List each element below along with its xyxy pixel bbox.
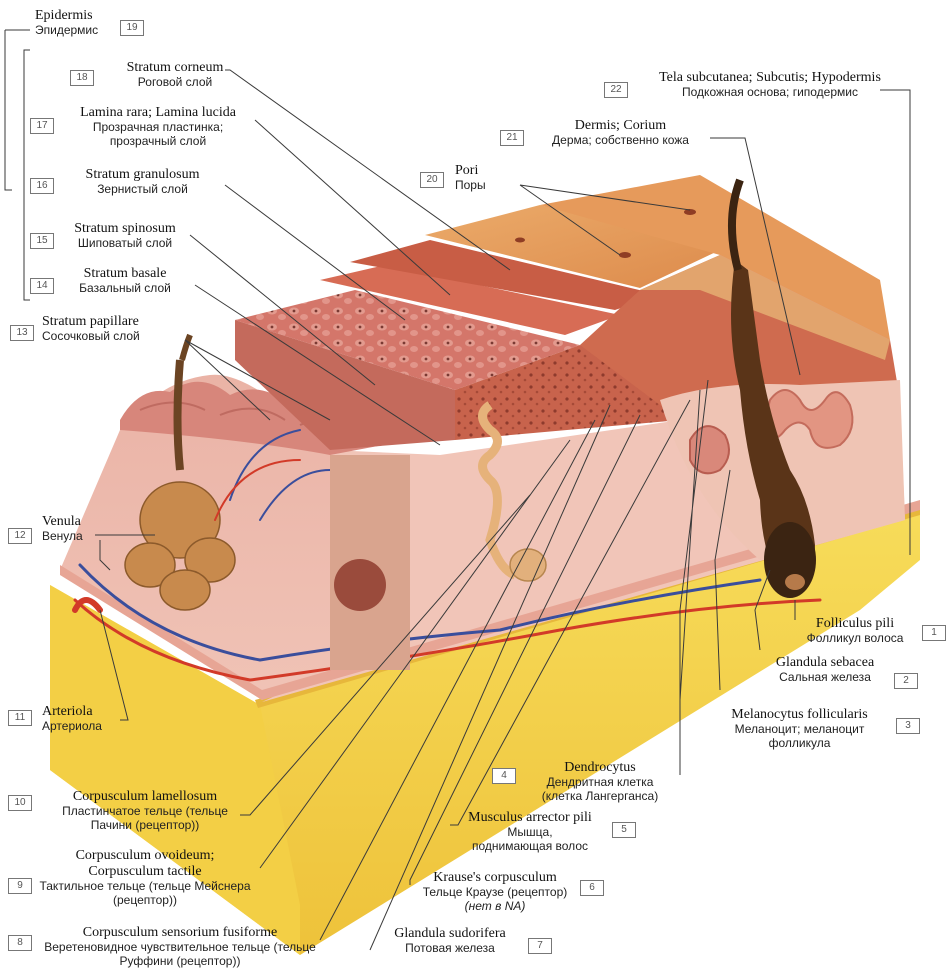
label-corpusculum-tactile-russian: Тактильное тельце (тельце Мейснера (реце… (35, 880, 255, 908)
number-9: 9 (8, 878, 32, 894)
label-musculus-arrector-pili-russian: Мышца, поднимающая волос (470, 826, 590, 854)
number-13: 13 (10, 325, 34, 341)
label-venula: Venula Венула (42, 514, 83, 544)
number-3: 3 (896, 718, 920, 734)
label-corpusculum-fusiforme: Corpusculum sensorium fusiforme Веретено… (35, 925, 325, 969)
number-8: 8 (8, 935, 32, 951)
label-corpusculum-lamellosum-russian: Пластинчатое тельце (тельце Пачини (реце… (40, 805, 250, 833)
label-stratum-spinosum: Stratum spinosum Шиповатый слой (55, 221, 195, 251)
label-arteriola-latin: Arteriola (42, 704, 102, 720)
label-corpusculum-fusiforme-latin: Corpusculum sensorium fusiforme (35, 925, 325, 941)
label-stratum-papillare-russian: Сосочковый слой (42, 330, 140, 344)
number-4: 4 (492, 768, 516, 784)
label-corpusculum-ovoideum-latin: Corpusculum ovoideum; (35, 848, 255, 864)
label-lamina-lucida-latin: Lamina rara; Lamina lucida (58, 105, 258, 121)
label-stratum-spinosum-latin: Stratum spinosum (55, 221, 195, 237)
label-stratum-spinosum-russian: Шиповатый слой (55, 237, 195, 251)
label-folliculus-pili-russian: Фолликул волоса (790, 632, 920, 646)
label-lamina-lucida-russian: Прозрачная пластинка; прозрачный слой (68, 121, 248, 149)
label-melanocytus-follicularis-latin: Melanocytus follicularis (712, 707, 887, 723)
label-glandula-sudorifera-latin: Glandula sudorifera (380, 926, 520, 942)
label-dendrocytus-latin: Dendrocytus (520, 760, 680, 776)
number-10: 10 (8, 795, 32, 811)
label-dendrocytus-russian: Дендритная клетка (клетка Лангерганса) (525, 776, 675, 804)
label-tela-subcutanea: Tela subcutanea; Subcutis; Hypodermis По… (630, 70, 910, 100)
label-folliculus-pili: Folliculus pili Фолликул волоса (790, 616, 920, 646)
number-7: 7 (528, 938, 552, 954)
label-folliculus-pili-latin: Folliculus pili (790, 616, 920, 632)
label-tela-subcutanea-latin: Tela subcutanea; Subcutis; Hypodermis (630, 70, 910, 86)
label-dendrocytus: Dendrocytus Дендритная клетка (клетка Ла… (520, 760, 680, 804)
label-stratum-corneum-russian: Роговой слой (100, 76, 250, 90)
number-5: 5 (612, 822, 636, 838)
label-glandula-sudorifera: Glandula sudorifera Потовая железа (380, 926, 520, 956)
label-musculus-arrector-pili: Musculus arrector pili Мышца, поднимающа… (450, 810, 610, 854)
label-arteriola: Arteriola Артериола (42, 704, 102, 734)
number-6: 6 (580, 880, 604, 896)
number-12: 12 (8, 528, 32, 544)
number-15: 15 (30, 233, 54, 249)
label-stratum-corneum-latin: Stratum corneum (100, 60, 250, 76)
number-20: 20 (420, 172, 444, 188)
label-corpusculum-lamellosum: Corpusculum lamellosum Пластинчатое тель… (40, 789, 250, 833)
label-dermis: Dermis; Corium Дерма; собственно кожа (528, 118, 713, 148)
label-corpusculum-tactile: Corpusculum ovoideum; Corpusculum tactil… (35, 848, 255, 908)
label-krause-corpusculum-latin: Krause's corpusculum (415, 870, 575, 886)
label-krause-corpusculum-note: (нет в NA) (415, 900, 575, 914)
label-epidermis-russian: Эпидермис (35, 24, 98, 38)
number-18: 18 (70, 70, 94, 86)
number-11: 11 (8, 710, 32, 726)
label-stratum-papillare-latin: Stratum papillare (42, 314, 140, 330)
number-16: 16 (30, 178, 54, 194)
label-venula-russian: Венула (42, 530, 83, 544)
label-glandula-sebacea-latin: Glandula sebacea (760, 655, 890, 671)
label-stratum-basale-latin: Stratum basale (55, 266, 195, 282)
label-melanocytus-follicularis-russian: Меланоцит; меланоцит фолликула (725, 723, 875, 751)
label-stratum-granulosum-latin: Stratum granulosum (55, 167, 230, 183)
number-14: 14 (30, 278, 54, 294)
label-epidermis-latin: Epidermis (35, 8, 98, 24)
label-arteriola-russian: Артериола (42, 720, 102, 734)
label-tela-subcutanea-russian: Подкожная основа; гиподермис (630, 86, 910, 100)
label-melanocytus-follicularis: Melanocytus follicularis Меланоцит; мела… (712, 707, 887, 751)
label-stratum-granulosum: Stratum granulosum Зернистый слой (55, 167, 230, 197)
label-krause-corpusculum-russian: Тельце Краузе (рецептор) (415, 886, 575, 900)
label-krause-corpusculum: Krause's corpusculum Тельце Краузе (реце… (415, 870, 575, 914)
label-musculus-arrector-pili-latin: Musculus arrector pili (450, 810, 610, 826)
label-corpusculum-fusiforme-russian: Веретеновидное чувствительное тельце (те… (35, 941, 325, 969)
label-stratum-basale-russian: Базальный слой (55, 282, 195, 296)
number-21: 21 (500, 130, 524, 146)
number-17: 17 (30, 118, 54, 134)
deep-dermis-panel (330, 455, 410, 670)
number-19: 19 (120, 20, 144, 36)
label-glandula-sebacea-russian: Сальная железа (760, 671, 890, 685)
label-corpusculum-lamellosum-latin: Corpusculum lamellosum (40, 789, 250, 805)
label-stratum-basale: Stratum basale Базальный слой (55, 266, 195, 296)
label-dermis-russian: Дерма; собственно кожа (528, 134, 713, 148)
label-glandula-sudorifera-russian: Потовая железа (380, 942, 520, 956)
label-venula-latin: Venula (42, 514, 83, 530)
label-pori-russian: Поры (455, 179, 486, 193)
number-22: 22 (604, 82, 628, 98)
label-corpusculum-tactile-latin: Corpusculum tactile (35, 864, 255, 880)
label-lamina-lucida: Lamina rara; Lamina lucida Прозрачная пл… (58, 105, 258, 149)
label-stratum-corneum: Stratum corneum Роговой слой (100, 60, 250, 90)
label-pori-latin: Pori (455, 163, 486, 179)
label-epidermis: Epidermis Эпидермис (35, 8, 98, 38)
label-stratum-papillare: Stratum papillare Сосочковый слой (42, 314, 140, 344)
label-glandula-sebacea: Glandula sebacea Сальная железа (760, 655, 890, 685)
label-dermis-latin: Dermis; Corium (528, 118, 713, 134)
label-stratum-granulosum-russian: Зернистый слой (55, 183, 230, 197)
label-pori: Pori Поры (455, 163, 486, 193)
number-2: 2 (894, 673, 918, 689)
number-1: 1 (922, 625, 946, 641)
